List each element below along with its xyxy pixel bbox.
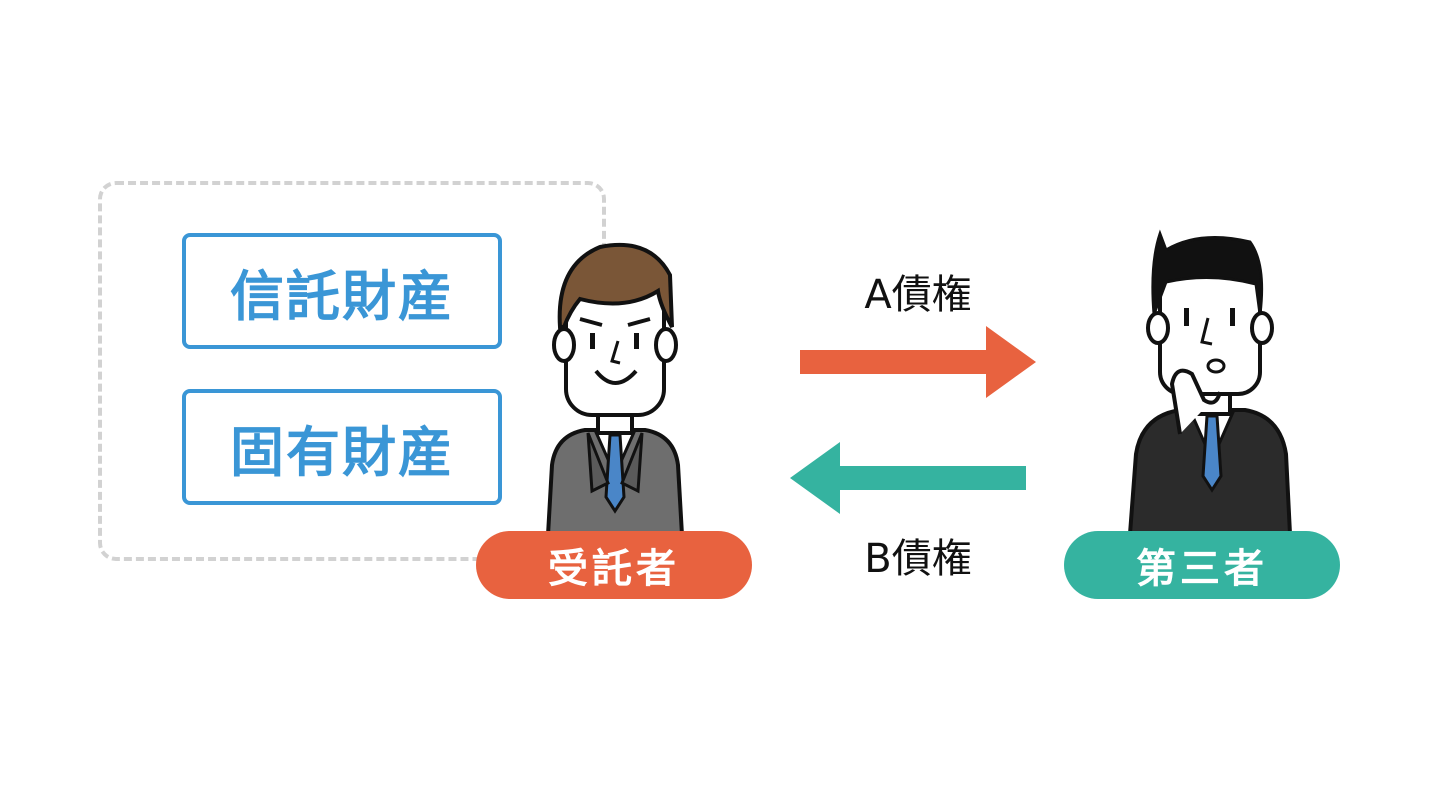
- arrow-right-icon: [800, 326, 1036, 398]
- thinking-businessman-icon: [1127, 229, 1293, 534]
- trust-property-label: 信託財産: [230, 264, 454, 328]
- claim-a-label: A債権: [864, 272, 972, 318]
- smiling-businessman-icon: [545, 242, 685, 535]
- trustee-badge: 受託者: [476, 531, 752, 599]
- claim-b-label: B債権: [864, 536, 972, 582]
- own-property-box: 固有財産: [182, 389, 502, 505]
- arrow-left-icon: [790, 442, 1026, 514]
- third-party-badge: 第三者: [1064, 531, 1340, 599]
- third-party-label: 第三者: [1136, 546, 1268, 592]
- own-property-label: 固有財産: [230, 420, 454, 484]
- trustee-label: 受託者: [548, 546, 680, 592]
- trust-property-box: 信託財産: [182, 233, 502, 349]
